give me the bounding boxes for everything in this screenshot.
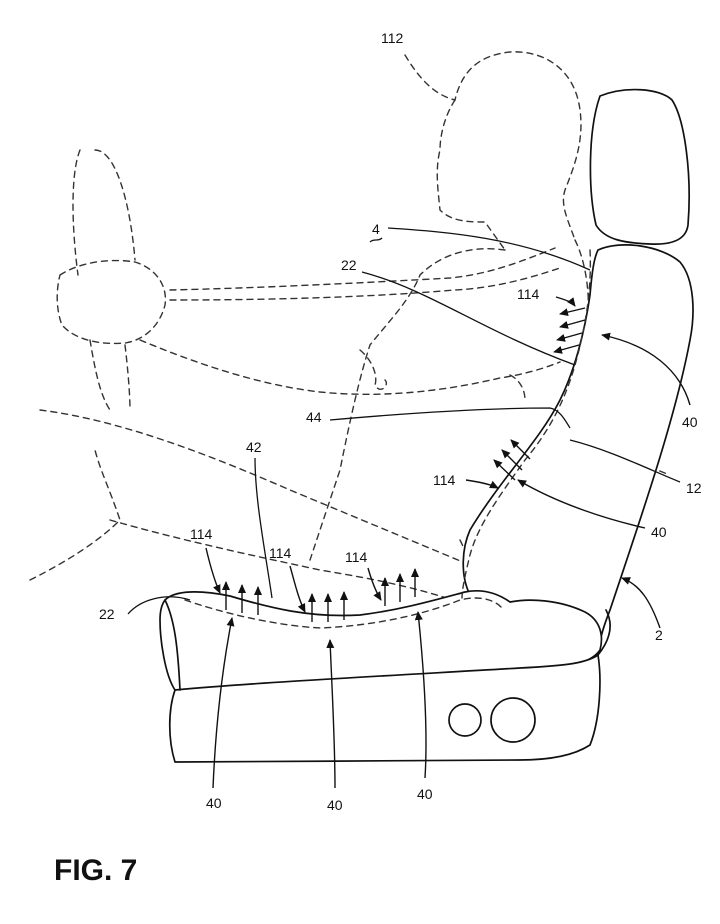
headrest	[590, 90, 689, 245]
ref-vent-seat-right: 40	[417, 786, 433, 802]
backrest	[463, 245, 693, 655]
ref-vent-seat-left: 40	[206, 795, 222, 811]
seat-knob-small	[449, 704, 481, 736]
figure-caption: FIG. 7	[54, 854, 137, 887]
ref-airflow-seat-right: 114	[345, 549, 368, 565]
ref-lumbar-lower: 22	[99, 606, 115, 622]
ref-vent-mid: 40	[651, 524, 667, 540]
ref-vent-seat-center: 40	[327, 797, 343, 813]
ref-backrest-edge: 12	[686, 480, 702, 496]
ref-airflow-upper: 114	[517, 286, 540, 302]
seat-knob-large	[491, 698, 535, 742]
ref-seat: 2	[655, 627, 663, 643]
ref-occupant: 112	[381, 30, 404, 46]
ref-airflow-mid: 114	[433, 472, 456, 488]
ref-cushion-edge: 42	[246, 439, 262, 455]
vehicle-seat	[160, 90, 693, 762]
ref-backrest: 4	[372, 221, 380, 237]
ref-airflow-seat-left: 114	[190, 526, 213, 542]
ref-vent-upper: 40	[682, 414, 698, 430]
ref-lumbar-upper: 22	[341, 257, 357, 273]
ref-airflow-seat-center: 114	[269, 545, 292, 561]
ref-lumbar-line: 44	[306, 409, 322, 425]
